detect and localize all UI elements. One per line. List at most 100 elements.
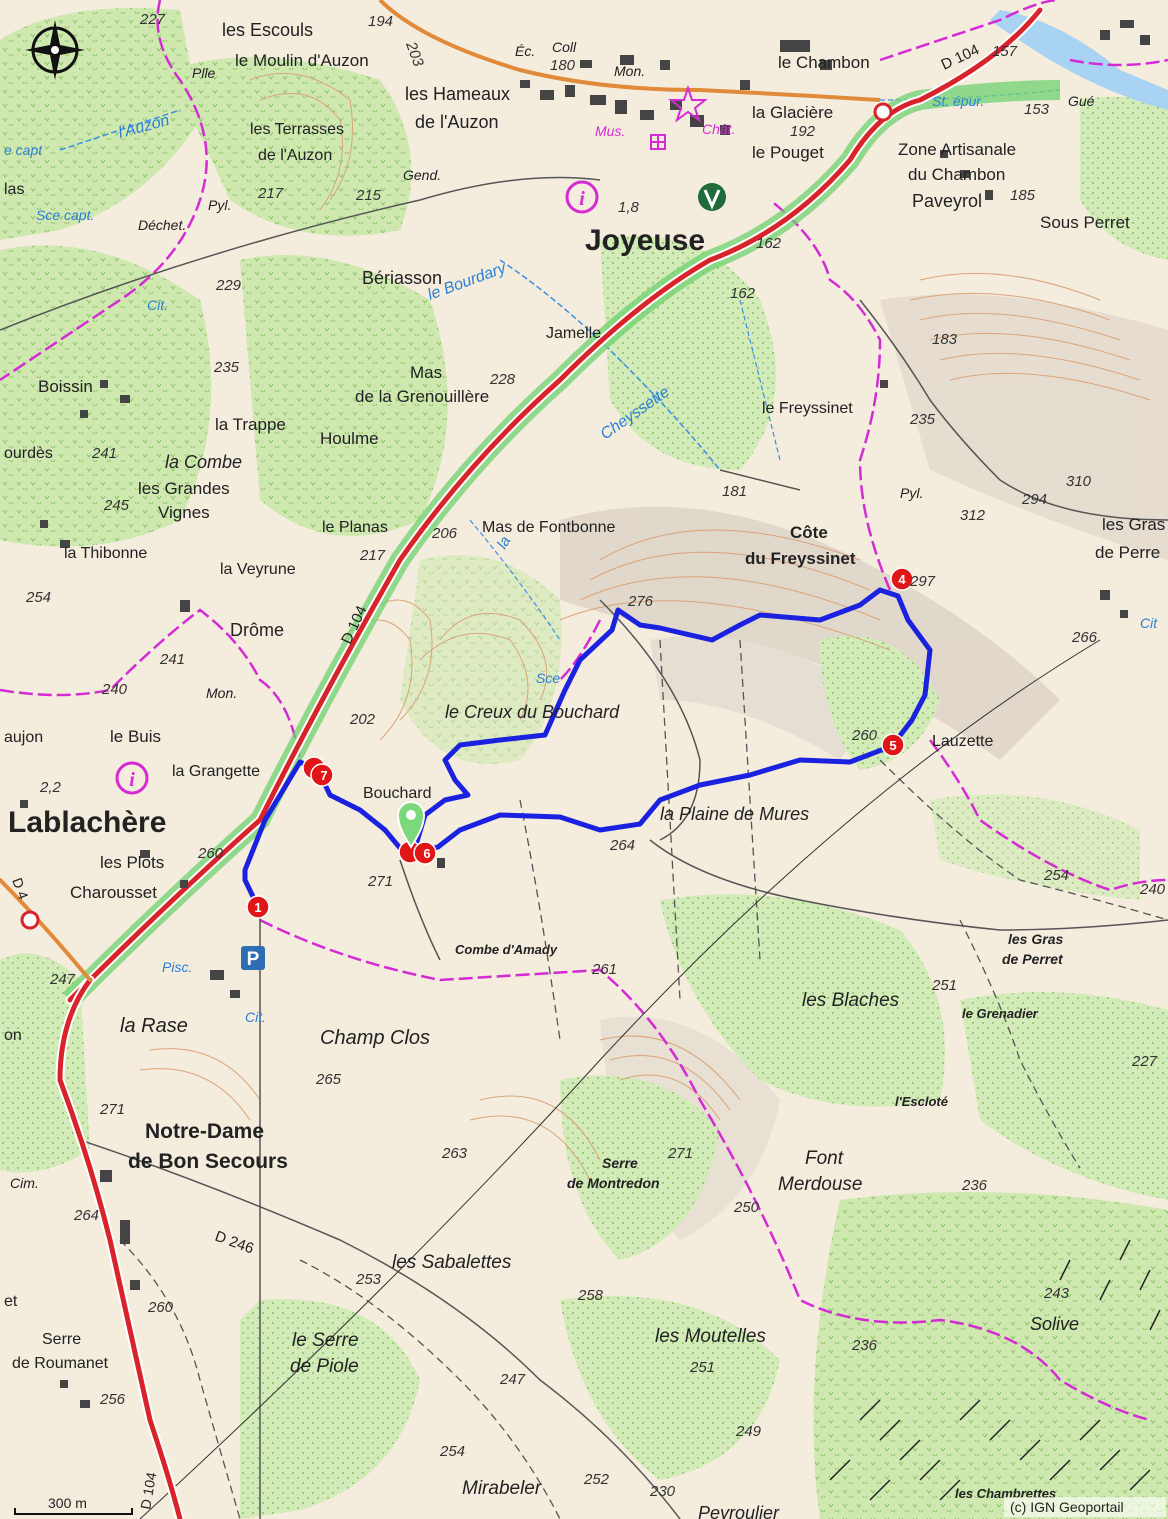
place-le-pouget: le Pouget [752, 143, 824, 162]
waypoint-7[interactable]: 7 [302, 756, 334, 787]
alt-236a: 236 [961, 1177, 988, 1194]
alt-194: 194 [368, 13, 393, 30]
tourist-info-icon: i [565, 180, 599, 214]
alt-256: 256 [99, 1391, 126, 1408]
alt-215: 215 [355, 187, 382, 204]
town-notre-dame-1: Notre-Dame [145, 1120, 264, 1143]
alt-235a: 235 [213, 359, 240, 376]
place-serre-1: Serre [602, 1155, 638, 1171]
place-zone-1: Zone Artisanale [898, 140, 1016, 159]
town-joyeuse: Joyeuse [585, 224, 705, 257]
alt-254a: 254 [25, 589, 51, 606]
alt-263: 263 [441, 1145, 468, 1162]
waypoint-1[interactable]: 1 [246, 895, 270, 919]
start-pin-icon[interactable] [396, 801, 426, 849]
place-terrasses-2: de l'Auzon [258, 147, 332, 164]
place-gras-perret-1: les Gras [1008, 931, 1063, 947]
waypoint-5[interactable]: 5 [881, 733, 905, 757]
place-serre-piole-1: le Serre [292, 1330, 359, 1351]
place-les-plots: les Plots [100, 853, 164, 872]
place-mirabeler: Mirabeler [462, 1478, 542, 1499]
water-cit-1: Cit. [147, 297, 168, 313]
place-moulin-auzon: le Moulin d'Auzon [235, 51, 369, 70]
place-la-combe: la Combe [165, 452, 242, 472]
secondary-roads [0, 176, 1168, 1519]
alt-217b: 217 [359, 547, 386, 564]
label-ec: Éc. [515, 43, 535, 59]
alt-227: 227 [139, 11, 166, 28]
place-hameaux-2: de l'Auzon [415, 112, 499, 132]
alt-229: 229 [215, 277, 242, 294]
alt-276: 276 [627, 593, 654, 610]
waypoint-4-label: 4 [898, 572, 906, 587]
parking-icon: P [241, 946, 265, 970]
place-boissin: Boissin [38, 377, 93, 396]
altitude-labels: 227 194 203 180 157 192 153 217 215 1,8 … [25, 11, 1166, 1500]
alt-157: 157 [992, 43, 1018, 60]
place-les-escouls: les Escouls [222, 20, 313, 40]
label-pyl-1: Pyl. [208, 197, 231, 213]
alt-247a: 247 [49, 971, 76, 988]
svg-text:i: i [129, 769, 135, 791]
alt-183: 183 [932, 331, 958, 348]
water-sce-capt-1: e capt [4, 142, 43, 158]
alt-297: 297 [909, 573, 936, 590]
waypoint-6[interactable]: 6 [398, 840, 437, 865]
alt-251b: 251 [689, 1359, 715, 1376]
place-esclote: l'Escloté [895, 1094, 948, 1109]
label-pyl-2: Pyl. [900, 485, 923, 501]
compass-rose-icon [25, 20, 85, 80]
place-mas-fontbonne: Mas de Fontbonne [482, 519, 616, 536]
credit-backdrop [1004, 1497, 1166, 1517]
place-labels: les Escouls le Moulin d'Auzon les Hameau… [4, 20, 1165, 1519]
roundabout-north [873, 102, 893, 122]
star-icon [668, 84, 708, 123]
water-st-epur: St. épur. [932, 93, 984, 109]
vegetation-areas [0, 8, 1168, 1519]
alt-235b: 235 [909, 411, 936, 428]
label-coll: Coll [552, 39, 577, 55]
alt-241a: 241 [91, 445, 117, 462]
museum-icon [650, 134, 666, 150]
commune-boundary [0, 0, 1168, 1422]
alt-227b: 227 [1131, 1053, 1158, 1070]
label-cim: Cim. [10, 1175, 39, 1191]
place-bouchard: Bouchard [363, 785, 432, 802]
place-charousset: Charousset [70, 883, 157, 902]
alt-265: 265 [315, 1071, 342, 1088]
place-plaine: la Plaine de Mures [660, 804, 809, 824]
label-plle: Plle [192, 65, 216, 81]
waypoint-4[interactable]: 4 [890, 567, 914, 591]
water-pisc: Pisc. [162, 959, 192, 975]
alt-228: 228 [489, 371, 516, 388]
place-terrasses-1: les Terrasses [250, 121, 344, 138]
place-houlme: Houlme [320, 429, 379, 448]
place-la-grangette: la Grangette [172, 763, 260, 780]
alt-260a: 260 [851, 727, 878, 744]
place-la-glaciere: la Glacière [752, 103, 833, 122]
alt-252: 252 [583, 1471, 610, 1488]
alt-162b: 162 [730, 285, 756, 302]
alt-241b: 241 [159, 651, 185, 668]
alt-266: 266 [1071, 629, 1098, 646]
alt-18: 1,8 [618, 199, 640, 216]
place-creux: le Creux du Bouchard [445, 702, 620, 722]
place-le-grenadier: le Grenadier [962, 1006, 1039, 1021]
place-peyroulier: Peyroulier [698, 1503, 780, 1519]
alt-260c: 260 [147, 1299, 174, 1316]
place-sous-perret: Sous Perret [1040, 213, 1130, 232]
main-road-d104 [0, 5, 1045, 1519]
label-chat: Chât. [702, 121, 735, 137]
water-cit-2: Cit. [245, 1009, 266, 1025]
water-cit-3: Cit [1140, 615, 1158, 631]
place-le-buis: le Buis [110, 727, 161, 746]
place-et: et [4, 1293, 18, 1310]
place-sabalettes: les Sabalettes [392, 1252, 512, 1273]
place-la-rase: la Rase [120, 1015, 188, 1037]
alt-250: 250 [733, 1199, 760, 1216]
place-lourdes: ourdès [4, 445, 53, 462]
place-grandes-2: Vignes [158, 503, 210, 522]
waypoint-1-label: 1 [254, 900, 261, 915]
